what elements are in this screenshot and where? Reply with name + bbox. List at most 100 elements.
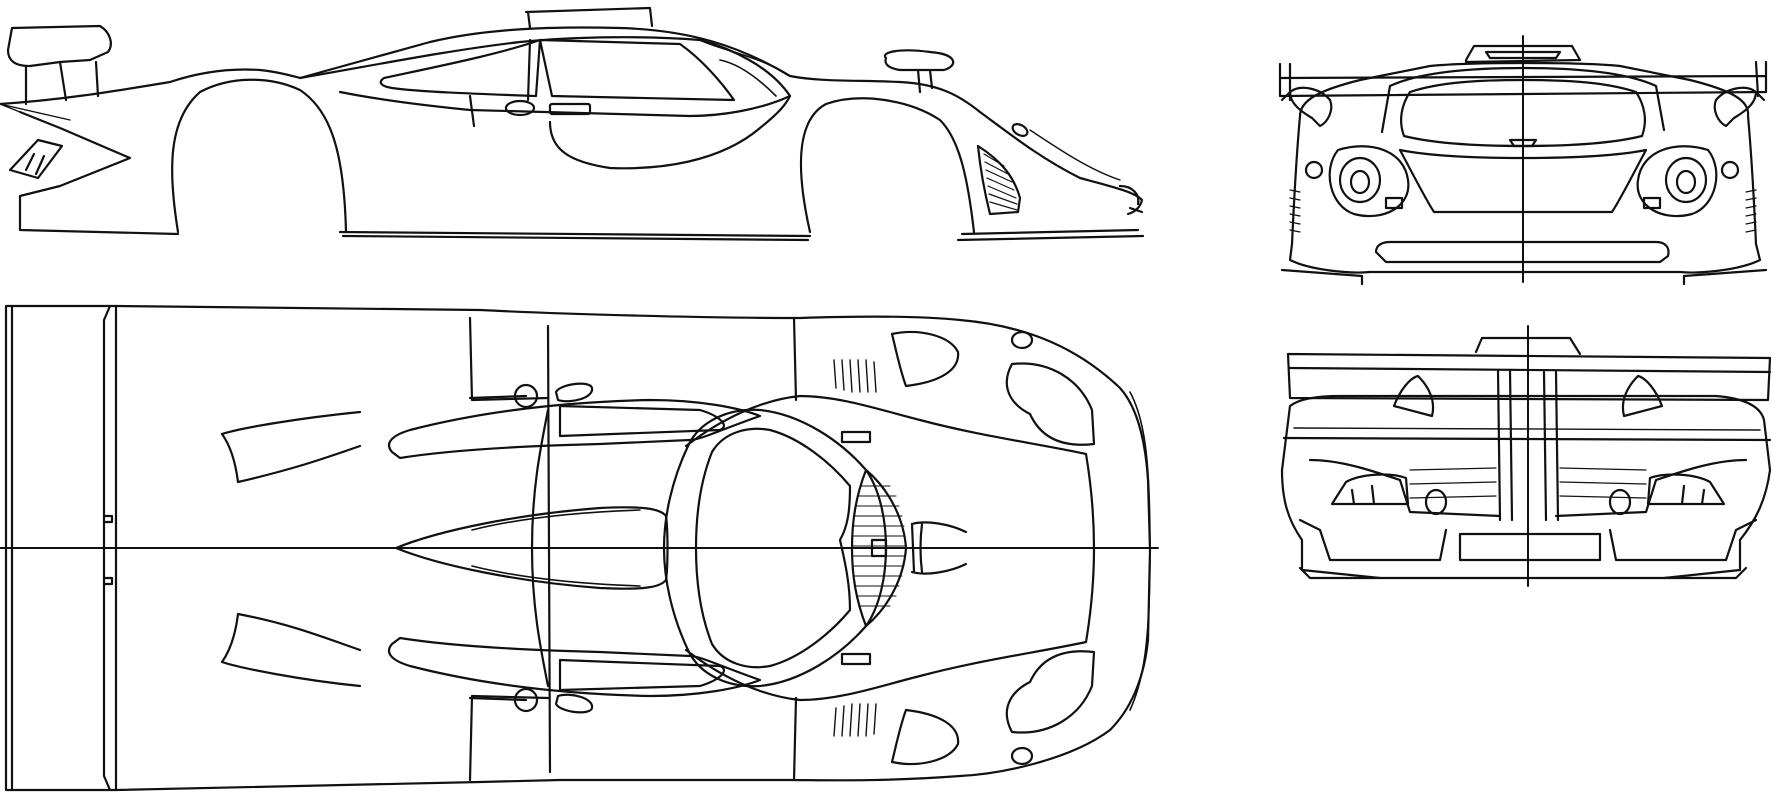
side-door-line [548,94,792,170]
rear-exhaust-left [1424,488,1448,516]
top-front-light-upper [1010,330,1034,350]
top-body-outline [114,304,1152,792]
front-side-slats-right [1745,189,1757,233]
top-rear-intake-lower [220,612,362,688]
side-front-vent-small [1011,123,1029,137]
side-rear-light [8,138,64,180]
top-roll-bar-line [546,324,552,774]
top-front-duct-lower [1005,650,1096,734]
rear-exhaust-right [1608,488,1632,516]
rear-lower-lip [1298,566,1748,580]
rear-center-panel [1409,467,1647,499]
side-sill-under [341,234,810,242]
front-side-light-right [1720,160,1740,180]
top-hood-outline [684,394,1096,702]
side-front-wheel-arch [799,97,976,234]
side-body-outline [0,26,1144,216]
rear-wing-uprights [1496,368,1560,522]
side-front-splitter [956,228,1145,242]
top-front-light-lower [1010,746,1034,766]
front-badge [1508,138,1538,148]
top-front-vent-upper [890,330,960,388]
rear-intake-left [1392,374,1435,418]
rear-wing [1286,352,1772,402]
top-gills-lower [833,703,877,737]
side-mirror [883,49,955,94]
front-headlight-left [1338,156,1382,204]
top-engine-cover-edge [530,408,550,688]
side-window-front [538,38,736,102]
front-headlight-right-housing [1636,145,1718,218]
side-rear-wing [6,24,112,68]
front-headlight-right [1664,156,1708,204]
front-headlight-left-housing [1328,145,1410,218]
top-windscreen-hatch [852,485,907,607]
side-fuel-cap [504,99,536,117]
top-link-upper [468,394,528,400]
top-rear-intake-upper [220,410,362,484]
side-nose-light [1118,184,1144,214]
front-rear-wing [1278,60,1768,102]
top-gills-upper [833,359,877,393]
side-roof-scoop [524,6,654,30]
rear-intake-right [1621,374,1664,418]
top-hood-latch [870,538,888,558]
rear-diffuser [1298,518,1758,562]
top-sidepod-upper [387,398,762,460]
front-mirror-right [1713,86,1766,128]
front-splitter [1374,240,1670,264]
side-door-front [468,38,532,128]
side-front-vent [976,144,1022,216]
front-windscreen-frame-left [1380,84,1392,134]
top-front-duct-upper [1005,362,1096,446]
front-splitter-lip [1280,268,1768,286]
rear-diffuser-frame [1308,458,1748,518]
side-rear-lower [18,110,180,236]
top-rear-deck [468,316,550,782]
front-side-slats-left [1289,189,1301,233]
side-front-fender-line [1029,129,1121,181]
top-vent-upper [554,382,594,403]
front-side-light-left [1304,160,1324,180]
top-mirror-upper [840,430,872,444]
front-hood-center [1398,148,1648,214]
rear-deck-line [1282,436,1772,442]
front-view [1278,35,1768,286]
top-roll-frame-lower [792,696,798,782]
front-indicator-left [1384,196,1404,210]
top-engine-cover [394,506,669,590]
top-windscreen [850,468,908,628]
top-canopy-inner [694,427,852,669]
top-vent-lower [554,693,594,714]
top-mirror-lower [840,652,872,666]
front-headlight-left-inner [1349,169,1371,195]
top-sidepod-inner-upper [558,404,726,438]
rear-roof [1474,336,1582,356]
side-front-vent-slats [983,153,1018,211]
side-vent-strip [699,39,791,97]
rear-light-left [1330,473,1410,506]
front-body-outline [1288,61,1762,274]
side-rear-wheel-arch [171,78,348,234]
rear-deck-line-2 [1293,427,1761,431]
top-sidepod-inner-lower [558,658,726,692]
top-front-vent-lower [890,708,960,766]
side-wing-strut [24,60,100,106]
top-roll-frame-upper [792,316,798,402]
side-sill [338,230,812,238]
top-sidepod-lower [387,636,762,698]
side-door-handle [548,102,592,116]
front-windscreen [1400,78,1646,148]
top-link-lower [468,696,528,702]
top-wing-mounts [102,514,114,586]
front-roof-scoop [1464,44,1582,64]
front-windscreen-frame [1388,66,1666,132]
rear-light-right [1646,473,1726,506]
side-window-rear [379,38,542,98]
top-engine-cover-detail [471,509,641,587]
top-view [0,304,1159,792]
top-nose-edge [1129,391,1151,711]
side-view [0,6,1145,242]
rear-body-outline [1280,394,1772,580]
